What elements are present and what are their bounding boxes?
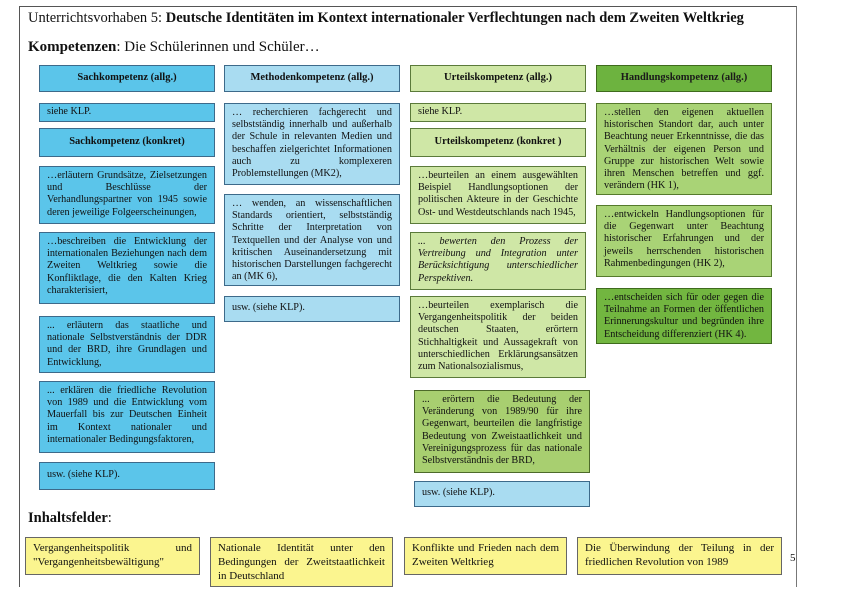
- methodenkompetenz-item-1: … recherchieren fachgerecht und selbstst…: [224, 103, 400, 185]
- sachkompetenz-item-1: …erläutern Grundsätze, Zielsetzungen und…: [39, 166, 215, 224]
- urteilskompetenz-item-2: ... bewerten den Prozess der Vertreibung…: [410, 232, 586, 290]
- urteilskompetenz-allg-text: siehe KLP.: [410, 103, 586, 122]
- urteilskompetenz-allg-header: Urteilskompetenz (allg.): [410, 65, 586, 92]
- kompetenzen-heading: Kompetenzen: Die Schülerinnen und Schüle…: [28, 39, 320, 55]
- methodenkompetenz-header: Methodenkompetenz (allg.): [224, 65, 400, 92]
- page-frame: [19, 6, 797, 587]
- inhaltsfeld-4: Die Überwindung der Teilung in der fried…: [577, 537, 782, 575]
- sachkompetenz-item-2: …beschreiben die Entwicklung der interna…: [39, 232, 215, 304]
- sachkompetenz-konkret-header: Sachkompetenz (konkret): [39, 128, 215, 157]
- handlungskompetenz-header: Handlungskompetenz (allg.): [596, 65, 772, 92]
- inhaltsfeld-2: Nationale Identität unter den Bedingunge…: [210, 537, 393, 587]
- urteilskompetenz-item-5: usw. (siehe KLP).: [414, 481, 590, 507]
- inhaltsfeld-1: Vergangenheitspolitik und "Vergangenheit…: [25, 537, 200, 575]
- sachkompetenz-item-4: ... erklären die friedliche Revolution v…: [39, 381, 215, 453]
- urteilskompetenz-item-4: ... erörtern die Bedeutung der Veränderu…: [414, 390, 590, 473]
- page-number: 5: [790, 552, 796, 564]
- sachkompetenz-allg-header: Sachkompetenz (allg.): [39, 65, 215, 92]
- inhaltsfeld-3: Konflikte und Frieden nach dem Zweiten W…: [404, 537, 567, 575]
- inhaltsfelder-heading: Inhaltsfelder:: [28, 510, 112, 526]
- methodenkompetenz-item-2: … wenden, an wissenschaftlichen Standard…: [224, 194, 400, 286]
- urteilskompetenz-item-1: …beurteilen an einem ausgewählten Beispi…: [410, 166, 586, 224]
- handlungskompetenz-item-2: …entwickeln Handlungsoptionen für die Ge…: [596, 205, 772, 277]
- sachkompetenz-item-3: ... erläutern das staatliche und nationa…: [39, 316, 215, 373]
- sachkompetenz-allg-text: siehe KLP.: [39, 103, 215, 122]
- urteilskompetenz-konkret-header: Urteilskompetenz (konkret ): [410, 128, 586, 157]
- methodenkompetenz-item-3: usw. (siehe KLP).: [224, 296, 400, 322]
- handlungskompetenz-item-3: …entscheiden sich für oder gegen die Tei…: [596, 288, 772, 344]
- sachkompetenz-item-5: usw. (siehe KLP).: [39, 462, 215, 490]
- urteilskompetenz-item-3: …beurteilen exemplarisch die Vergangenhe…: [410, 296, 586, 378]
- page-title: Unterrichtsvorhaben 5: Deutsche Identitä…: [28, 10, 744, 26]
- handlungskompetenz-item-1: …stellen den eigenen aktuellen historisc…: [596, 103, 772, 195]
